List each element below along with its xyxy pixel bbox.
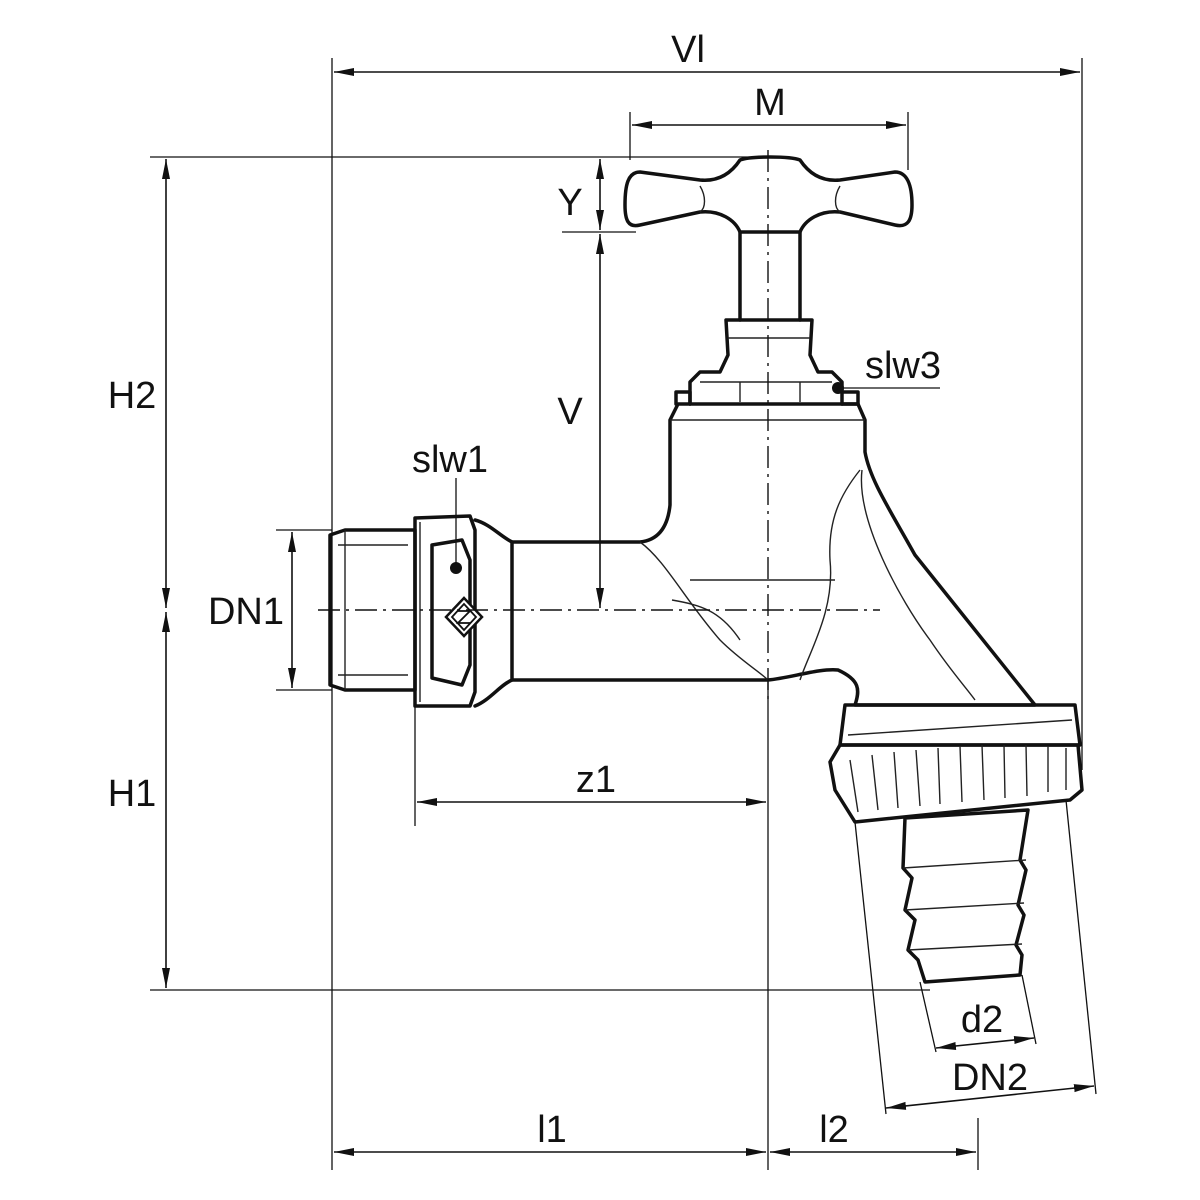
label-dn2: DN2	[952, 1057, 1028, 1099]
center-lines	[318, 150, 880, 700]
label-v: V	[557, 391, 583, 433]
extension-lines	[150, 58, 1097, 1170]
label-d2: d2	[961, 999, 1003, 1041]
label-l2: l2	[819, 1109, 849, 1151]
label-slw1: slw1	[412, 439, 488, 481]
label-vl: Vl	[671, 29, 705, 71]
label-h1: H1	[108, 773, 157, 815]
label-l1: l1	[537, 1109, 567, 1151]
label-m: M	[754, 82, 786, 124]
label-slw3: slw3	[865, 345, 941, 387]
valve-housing	[473, 402, 1037, 708]
bonnet-nut	[674, 318, 860, 406]
label-z1: z1	[576, 759, 616, 801]
outlet-union-nut	[828, 703, 1084, 824]
label-h2: H2	[108, 375, 157, 417]
label-dn1: DN1	[208, 591, 284, 633]
slw1-marker	[450, 562, 462, 574]
tap-body	[328, 155, 1084, 984]
dimension-lines	[162, 68, 1095, 1156]
dimension-labels: Vl M Y V H2 H1 DN1 z1 l1 l2 d2 DN2 slw1 …	[108, 29, 1028, 1151]
hose-tail	[901, 808, 1030, 984]
label-y: Y	[557, 182, 582, 224]
slw3-marker	[832, 382, 844, 394]
spindle	[738, 230, 802, 322]
